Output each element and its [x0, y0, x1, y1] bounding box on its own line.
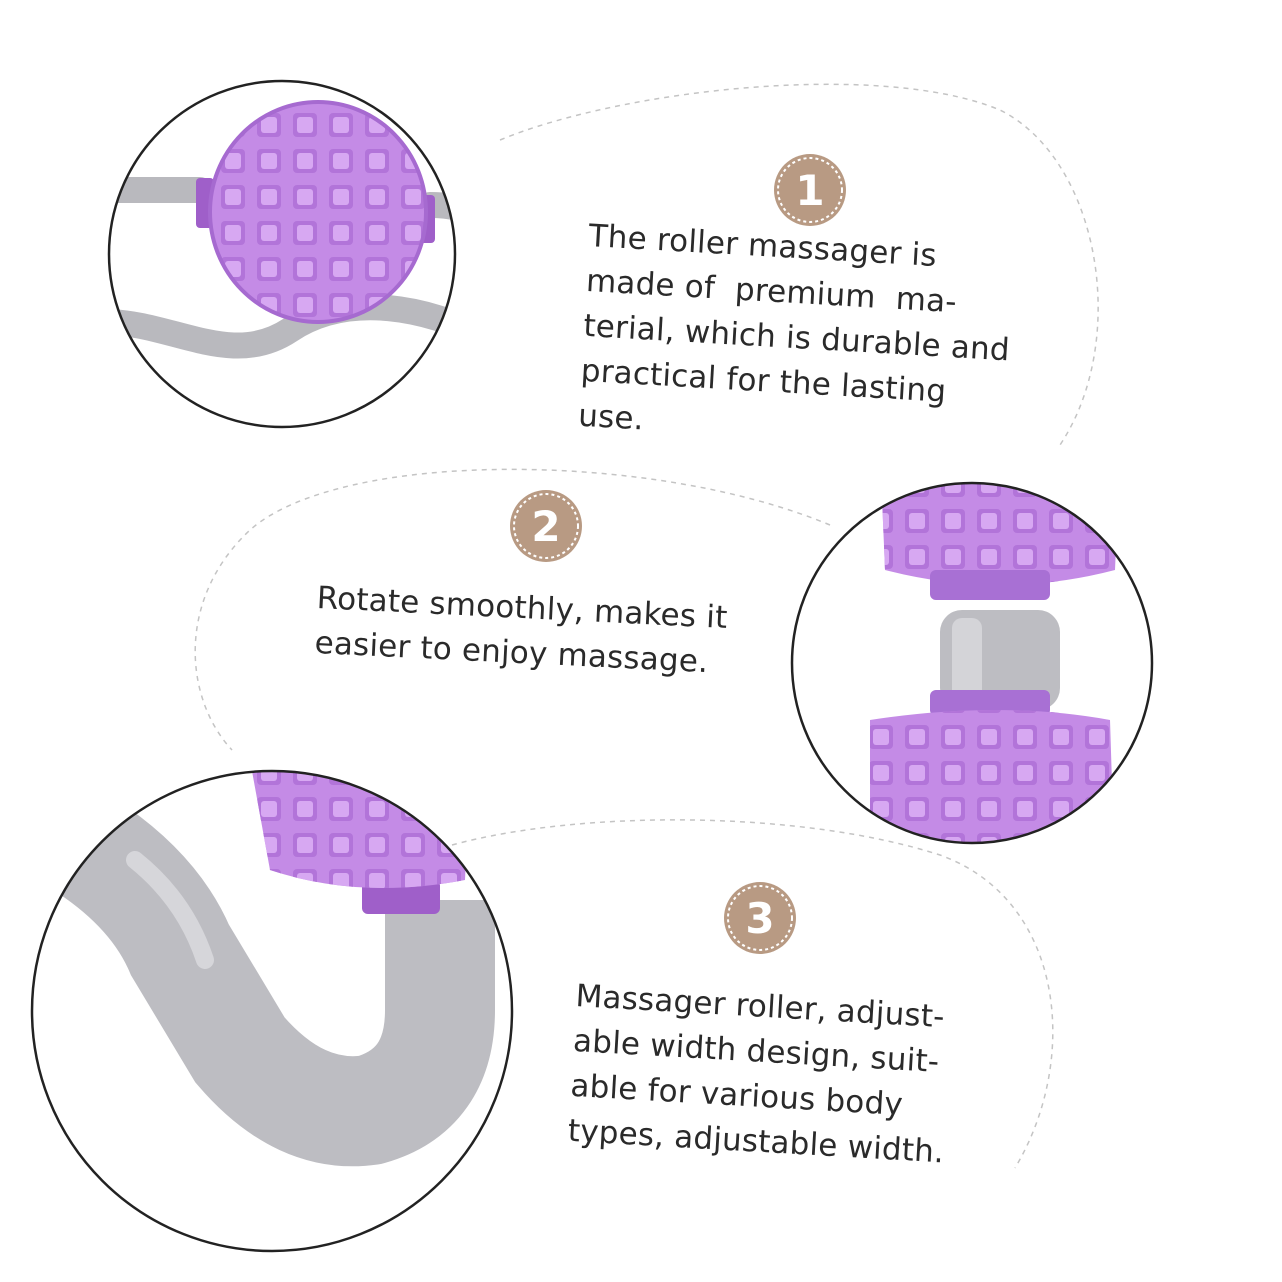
product-detail-circle-2 — [790, 481, 1154, 845]
number-badge-2: 2 — [510, 490, 582, 562]
badge-number-3: 3 — [745, 894, 774, 943]
product-detail-circle-1 — [107, 79, 457, 429]
badge-number-2: 2 — [531, 502, 560, 551]
number-badge-3: 3 — [724, 882, 796, 954]
feature-3-text: Massager roller, adjust- able width desi… — [567, 974, 953, 1175]
number-badge-1: 1 — [774, 154, 846, 226]
feature-1-text: The roller massager is made of premium m… — [577, 214, 1016, 463]
badge-number-1: 1 — [795, 166, 824, 215]
product-detail-circle-3 — [30, 769, 514, 1253]
dashed-guide-lines — [194, 83, 1099, 1169]
